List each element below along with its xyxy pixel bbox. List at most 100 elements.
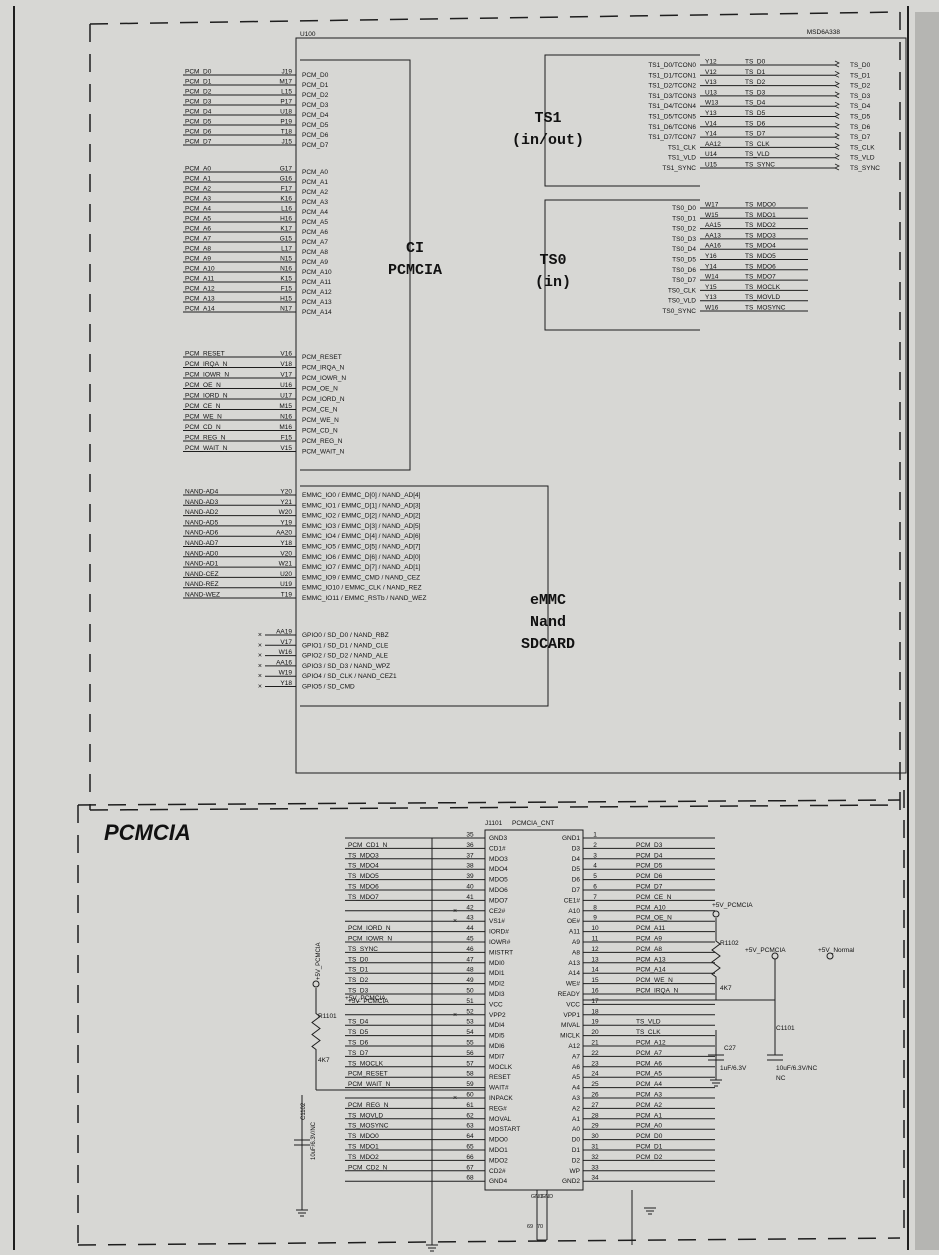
ts1-offpage-net: TS_D5	[850, 114, 871, 121]
gpio-ball: W16	[279, 649, 293, 656]
conn-left-net: TS_D6	[348, 1040, 369, 1047]
conn-left-pin-name: MOSTART	[489, 1126, 520, 1133]
ts1-break-mark	[834, 112, 840, 119]
ts0-net: TS_MDO4	[745, 243, 776, 250]
pcm-ctrl-ball: U16	[280, 382, 292, 389]
conn-right-pin-name: A11	[569, 929, 580, 936]
ts1-offpage-net: TS_D1	[850, 72, 871, 79]
ts1-offpage-net: TS_D4	[850, 103, 871, 110]
conn-right-pin-name: VPP1	[563, 1012, 580, 1019]
conn-right-net: PCM_A3	[636, 1092, 662, 1099]
section-top-dash	[89, 11, 901, 25]
conn-left-pin-number: 39	[466, 873, 474, 880]
c1101-refdes: C1101	[776, 1025, 795, 1032]
conn-left-pin-number: 36	[466, 842, 474, 849]
gpio-nc-mark: ×	[258, 632, 262, 639]
conn-left-pin-name: CD2#	[489, 1168, 506, 1175]
pcm-data-net: PCM_D7	[185, 139, 212, 146]
ts0-net: TS_MDO0	[745, 202, 776, 209]
conn-left-net: +5V_PCMCIA	[348, 998, 389, 1005]
nand-ball: V20	[280, 550, 292, 557]
pcm-ctrl-pin: PCM_IORD_N	[302, 396, 345, 403]
nand-ball: Y18	[280, 540, 292, 547]
ts0-ball: Y14	[705, 263, 717, 270]
gpio-nc-mark: ×	[258, 684, 262, 691]
pcm-data-pin: PCM_D3	[302, 102, 329, 109]
conn-right-net: PCM_D1	[636, 1144, 663, 1151]
gpio-pin: GPIO2 / SD_D2 / NAND_ALE	[302, 653, 389, 660]
ts1-net: TS_D1	[745, 69, 766, 76]
nand-pin: EMMC_IO11 / EMMC_RSTb / NAND_WEZ	[302, 595, 427, 602]
conn-left-pin-number: 44	[466, 925, 474, 932]
conn-left-net: TS_SYNC	[348, 946, 378, 953]
conn-left-pin-number: 65	[466, 1144, 474, 1151]
pcm-ctrl-pin: PCM_CE_N	[302, 407, 338, 414]
pcm-addr-net: PCM_A14	[185, 306, 215, 313]
pcm-addr-ball: L17	[281, 246, 292, 253]
nand-ball: T19	[281, 592, 293, 599]
gpio-pin: GPIO1 / SD_D1 / NAND_CLE	[302, 642, 389, 649]
chip-outline	[295, 37, 907, 774]
ts1-offpage-net: TS_SYNC	[850, 165, 880, 172]
pcm-addr-pin: PCM_A0	[302, 169, 328, 176]
conn-left-pin-name: MOCLK	[489, 1064, 513, 1071]
conn-left-net: TS_MOVLD	[348, 1112, 383, 1119]
ts1-pin: TS1_VLD	[668, 155, 696, 162]
conn-right-pin-name: D4	[572, 856, 581, 863]
ts0-net: TS_MDO1	[745, 212, 776, 219]
pcm-ctrl-ball: V16	[280, 351, 292, 358]
nand-net: NAND-AD7	[185, 540, 219, 547]
pcm-ctrl-pin: PCM_WAIT_N	[302, 449, 345, 456]
pcm-addr-net: PCM_A10	[185, 266, 215, 273]
ts0-pin: TS0_D2	[672, 226, 696, 233]
nand-ball: W20	[279, 509, 293, 516]
ts1-offpage-net: TS_D6	[850, 124, 871, 131]
nand-ball: W21	[279, 561, 293, 568]
conn-left-pin-number: 55	[466, 1040, 474, 1047]
conn-right-pin-name: D2	[572, 1157, 581, 1164]
conn-right-pin-name: GND2	[562, 1178, 580, 1185]
pcm-addr-ball: G15	[280, 236, 293, 243]
c27-refdes: C27	[724, 1045, 736, 1052]
conn-right-pin-number: 6	[593, 884, 597, 891]
pcm-ctrl-net: PCM_RESET	[185, 351, 225, 358]
pcm-data-net: PCM_D5	[185, 119, 212, 126]
conn-right-net: PCM_OE_N	[636, 915, 672, 922]
pcm-data-pin: PCM_D5	[302, 122, 329, 129]
conn-left-pin-name: WAIT#	[489, 1085, 509, 1092]
conn-left-pin-number: 35	[466, 832, 474, 839]
pcm-addr-pin: PCM_A14	[302, 309, 332, 316]
r1102-rail-pin	[712, 910, 720, 918]
ts1-break-mark	[834, 163, 840, 171]
gpio-nc-mark: ×	[258, 653, 262, 660]
conn-right-net: PCM_D7	[636, 884, 663, 891]
pcm-ctrl-ball: U17	[280, 393, 292, 400]
conn-left-pin-name: GND4	[489, 1178, 507, 1185]
ts0-pin: TS0_SYNC	[662, 308, 696, 315]
ci-block-outline	[300, 59, 411, 471]
ts1-pin: TS1_D6/TCON6	[648, 124, 696, 131]
pcm-ctrl-pin: PCM_IRQA_N	[302, 365, 345, 372]
conn-right-net: PCM_D3	[636, 842, 663, 849]
conn-right-pin-name: A9	[572, 939, 580, 946]
ts0-ball: W14	[705, 274, 719, 281]
pcm-ctrl-pin: PCM_IOWR_N	[302, 375, 346, 382]
conn-right-net: PCM_A13	[636, 956, 666, 963]
ts0-net: TS_MOSYNC	[745, 305, 786, 312]
ts1-title: TS1	[534, 110, 561, 127]
conn-left-pin-number: 37	[466, 852, 474, 859]
ts1-ball: W13	[705, 100, 719, 107]
ts0-net: TS_MDO2	[745, 222, 776, 229]
rail-normal-pin	[826, 952, 834, 960]
conn-left-net: PCM_IORD_N	[348, 925, 391, 932]
pcm-ctrl-net: PCM_IORD_N	[185, 393, 228, 400]
pcm-addr-pin: PCM_A2	[302, 189, 328, 196]
conn-right-pin-number: 19	[591, 1019, 599, 1026]
conn-right-pin-number: 31	[591, 1144, 599, 1151]
ts0-block-outline	[544, 199, 700, 331]
conn-left-net: TS_MDO6	[348, 884, 379, 891]
ts1-ball: U14	[705, 151, 717, 158]
ts1-pin: TS1_D3/TCON3	[648, 93, 696, 100]
conn-right-net: PCM_CE_N	[636, 894, 672, 901]
